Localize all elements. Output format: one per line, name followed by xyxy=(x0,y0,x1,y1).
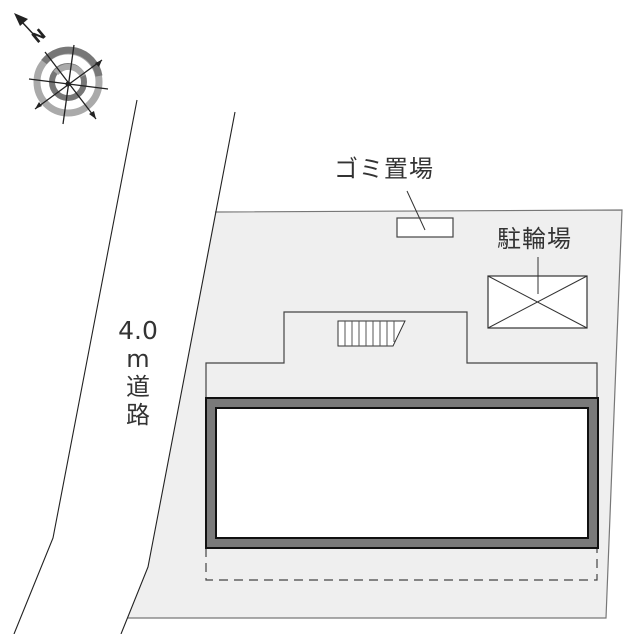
annex-outline xyxy=(205,311,598,398)
stairs-icon xyxy=(337,320,406,347)
lot-boundary xyxy=(128,209,623,619)
garbage-area-label: ゴミ置場 xyxy=(334,155,434,183)
road-edge-left xyxy=(13,99,138,634)
road-width-value: 4.0 xyxy=(118,316,158,345)
road-width-unit: m xyxy=(126,345,150,373)
road-label-line1: 道 xyxy=(126,373,150,401)
road-edge-right xyxy=(120,111,236,634)
compass-rose-icon xyxy=(14,13,109,125)
garbage-leader-line xyxy=(406,190,426,231)
garbage-area-box xyxy=(396,217,454,238)
building-interior xyxy=(215,407,589,539)
compass-north-label: N xyxy=(28,25,49,47)
road-label-line2: 路 xyxy=(126,401,150,429)
dashed-area xyxy=(205,548,598,581)
bicycle-parking-label: 駐輪場 xyxy=(497,225,572,253)
road-width-label: 4.0 m 道 路 xyxy=(112,318,164,431)
